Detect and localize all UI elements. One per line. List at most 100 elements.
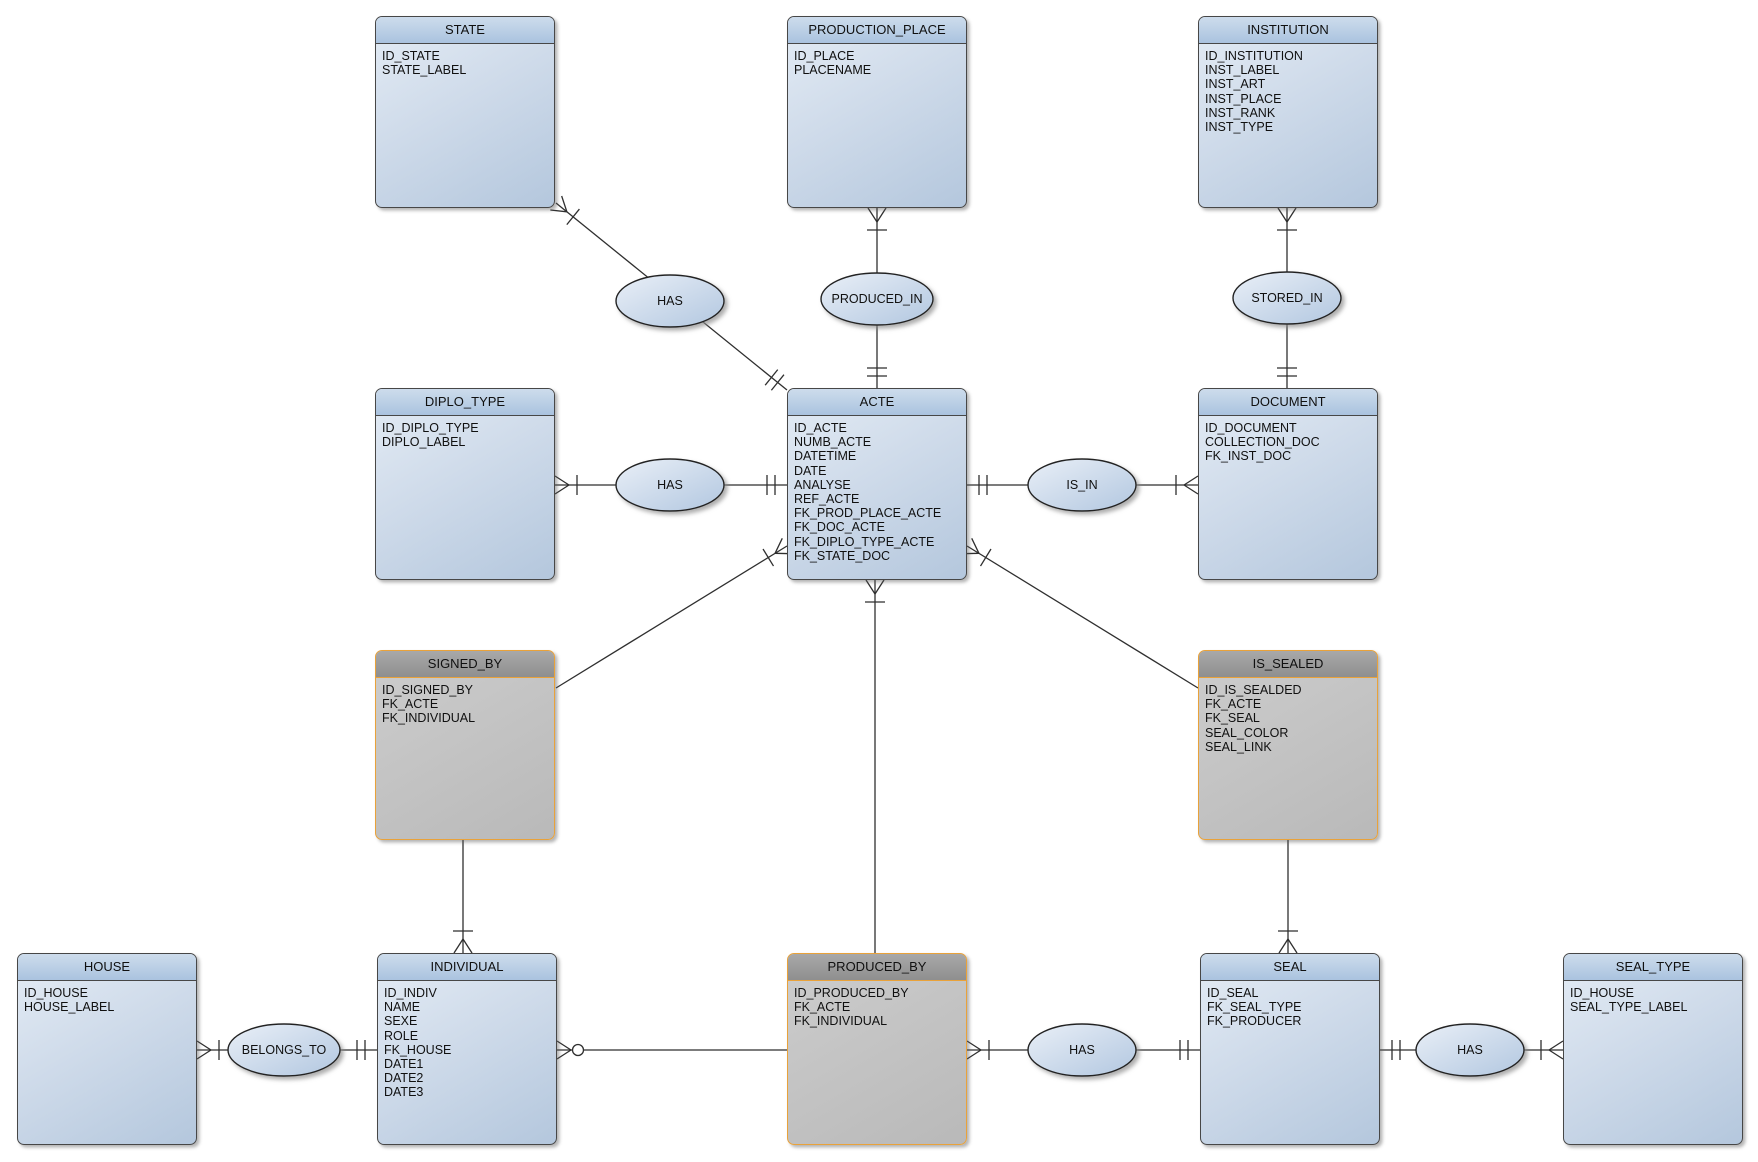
entity-attribute: ID_INSTITUTION xyxy=(1205,49,1303,63)
entity-attribute: ID_DOCUMENT xyxy=(1205,421,1297,435)
connector-signedby_individual xyxy=(453,840,473,954)
entity-title: HOUSE xyxy=(18,954,196,981)
entity-attribute: ID_HOUSE xyxy=(1570,986,1634,1000)
entity-title: PRODUCED_BY xyxy=(788,954,966,981)
entity-attribute: ID_DIPLO_TYPE xyxy=(382,421,479,435)
relationship-belongs_to[interactable]: BELONGS_TO xyxy=(227,1023,341,1077)
entity-attribute: ID_PRODUCED_BY xyxy=(794,986,909,1000)
entity-title: STATE xyxy=(376,17,554,44)
entity-title: SEAL_TYPE xyxy=(1564,954,1742,981)
relationship-stored_in[interactable]: STORED_IN xyxy=(1232,271,1342,325)
entity-attribute: ANALYSE xyxy=(794,477,851,492)
entity-attribute: COLLECTION_DOC xyxy=(1205,435,1320,450)
relationship-ellipse[interactable] xyxy=(1232,271,1342,325)
entity-attribute: INST_TYPE xyxy=(1205,120,1274,135)
connector-acte_signedby xyxy=(555,538,792,689)
entity-attribute: ID_INDIV xyxy=(384,986,437,1000)
connector-individual_producedby xyxy=(556,1040,787,1060)
entity-attribute: NUMB_ACTE xyxy=(794,435,872,450)
relationship-is_in[interactable]: IS_IN xyxy=(1027,458,1137,512)
entity-attribute: STATE_LABEL xyxy=(382,63,467,78)
entity-attribute: FK_INST_DOC xyxy=(1205,449,1292,464)
relationship-label: HAS xyxy=(1457,1043,1483,1057)
relationship-ellipse[interactable] xyxy=(1027,458,1137,512)
entity-attribute: REF_ACTE xyxy=(794,492,860,507)
entity-attribute: FK_INDIVIDUAL xyxy=(382,711,476,726)
relationship-label: IS_IN xyxy=(1066,478,1097,492)
relationship-label: PRODUCED_IN xyxy=(832,292,923,306)
relationship-has_producedby_seal[interactable]: HAS xyxy=(1027,1023,1137,1077)
entity-title: IS_SEALED xyxy=(1199,651,1377,678)
entity-attribute: ID_ACTE xyxy=(794,421,847,435)
entity-title: SIGNED_BY xyxy=(376,651,554,678)
entity-attribute: ID_HOUSE xyxy=(24,986,88,1000)
entity-attribute: FK_SEAL xyxy=(1205,711,1260,726)
entity-title: INDIVIDUAL xyxy=(378,954,556,981)
connector-acte_producedby xyxy=(865,579,885,953)
connector-issealed_seal xyxy=(1278,840,1298,954)
entity-attribute: FK_DOC_ACTE xyxy=(794,520,885,535)
entity-attribute: INST_PLACE xyxy=(1205,91,1282,106)
relationship-has_seal_sealtype[interactable]: HAS xyxy=(1415,1023,1525,1077)
entity-attribute: FK_PROD_PLACE_ACTE xyxy=(794,506,942,521)
entity-attribute: DATE3 xyxy=(384,1085,424,1100)
relationship-ellipse[interactable] xyxy=(1415,1023,1525,1077)
entity-attribute: SEAL_TYPE_LABEL xyxy=(1570,1000,1688,1015)
entity-attribute: INST_RANK xyxy=(1205,105,1276,120)
entity-title: DOCUMENT xyxy=(1199,389,1377,416)
entity-title: DIPLO_TYPE xyxy=(376,389,554,416)
entity-attribute: ID_SIGNED_BY xyxy=(382,683,474,697)
relationship-ellipse[interactable] xyxy=(227,1023,341,1077)
entity-attribute: NAME xyxy=(384,1000,421,1015)
entity-attribute: FK_ACTE xyxy=(1205,697,1262,712)
relationship-ellipse[interactable] xyxy=(820,272,934,326)
relationship-label: HAS xyxy=(657,478,683,492)
entity-attribute: DATE1 xyxy=(384,1057,424,1072)
entity-attribute: INST_ART xyxy=(1205,77,1266,92)
entity-attribute: FK_SEAL_TYPE xyxy=(1207,1000,1302,1015)
entity-attribute: ID_SEAL xyxy=(1207,986,1259,1000)
entity-attribute: DATETIME xyxy=(794,449,857,464)
relationship-ellipse[interactable] xyxy=(615,458,725,512)
entity-attribute: ROLE xyxy=(384,1028,419,1043)
relationship-ellipse[interactable] xyxy=(615,274,725,328)
relationship-has_state_acte[interactable]: HAS xyxy=(615,274,725,328)
entity-attribute: HOUSE_LABEL xyxy=(24,1000,115,1015)
entity-attribute: FK_INDIVIDUAL xyxy=(794,1014,888,1029)
entity-attribute: DIPLO_LABEL xyxy=(382,435,466,450)
entity-title: PRODUCTION_PLACE xyxy=(788,17,966,44)
entity-attribute: FK_STATE_DOC xyxy=(794,548,891,563)
relationship-produced_in[interactable]: PRODUCED_IN xyxy=(820,272,934,326)
relationship-label: HAS xyxy=(1069,1043,1095,1057)
relationship-ellipse[interactable] xyxy=(1027,1023,1137,1077)
relationship-has_diplo_acte[interactable]: HAS xyxy=(615,458,725,512)
entity-attribute: FK_PRODUCER xyxy=(1207,1014,1302,1029)
entity-attribute: DATE2 xyxy=(384,1071,424,1086)
entity-attribute: SEXE xyxy=(384,1014,418,1029)
entity-attribute: SEAL_COLOR xyxy=(1205,725,1289,740)
